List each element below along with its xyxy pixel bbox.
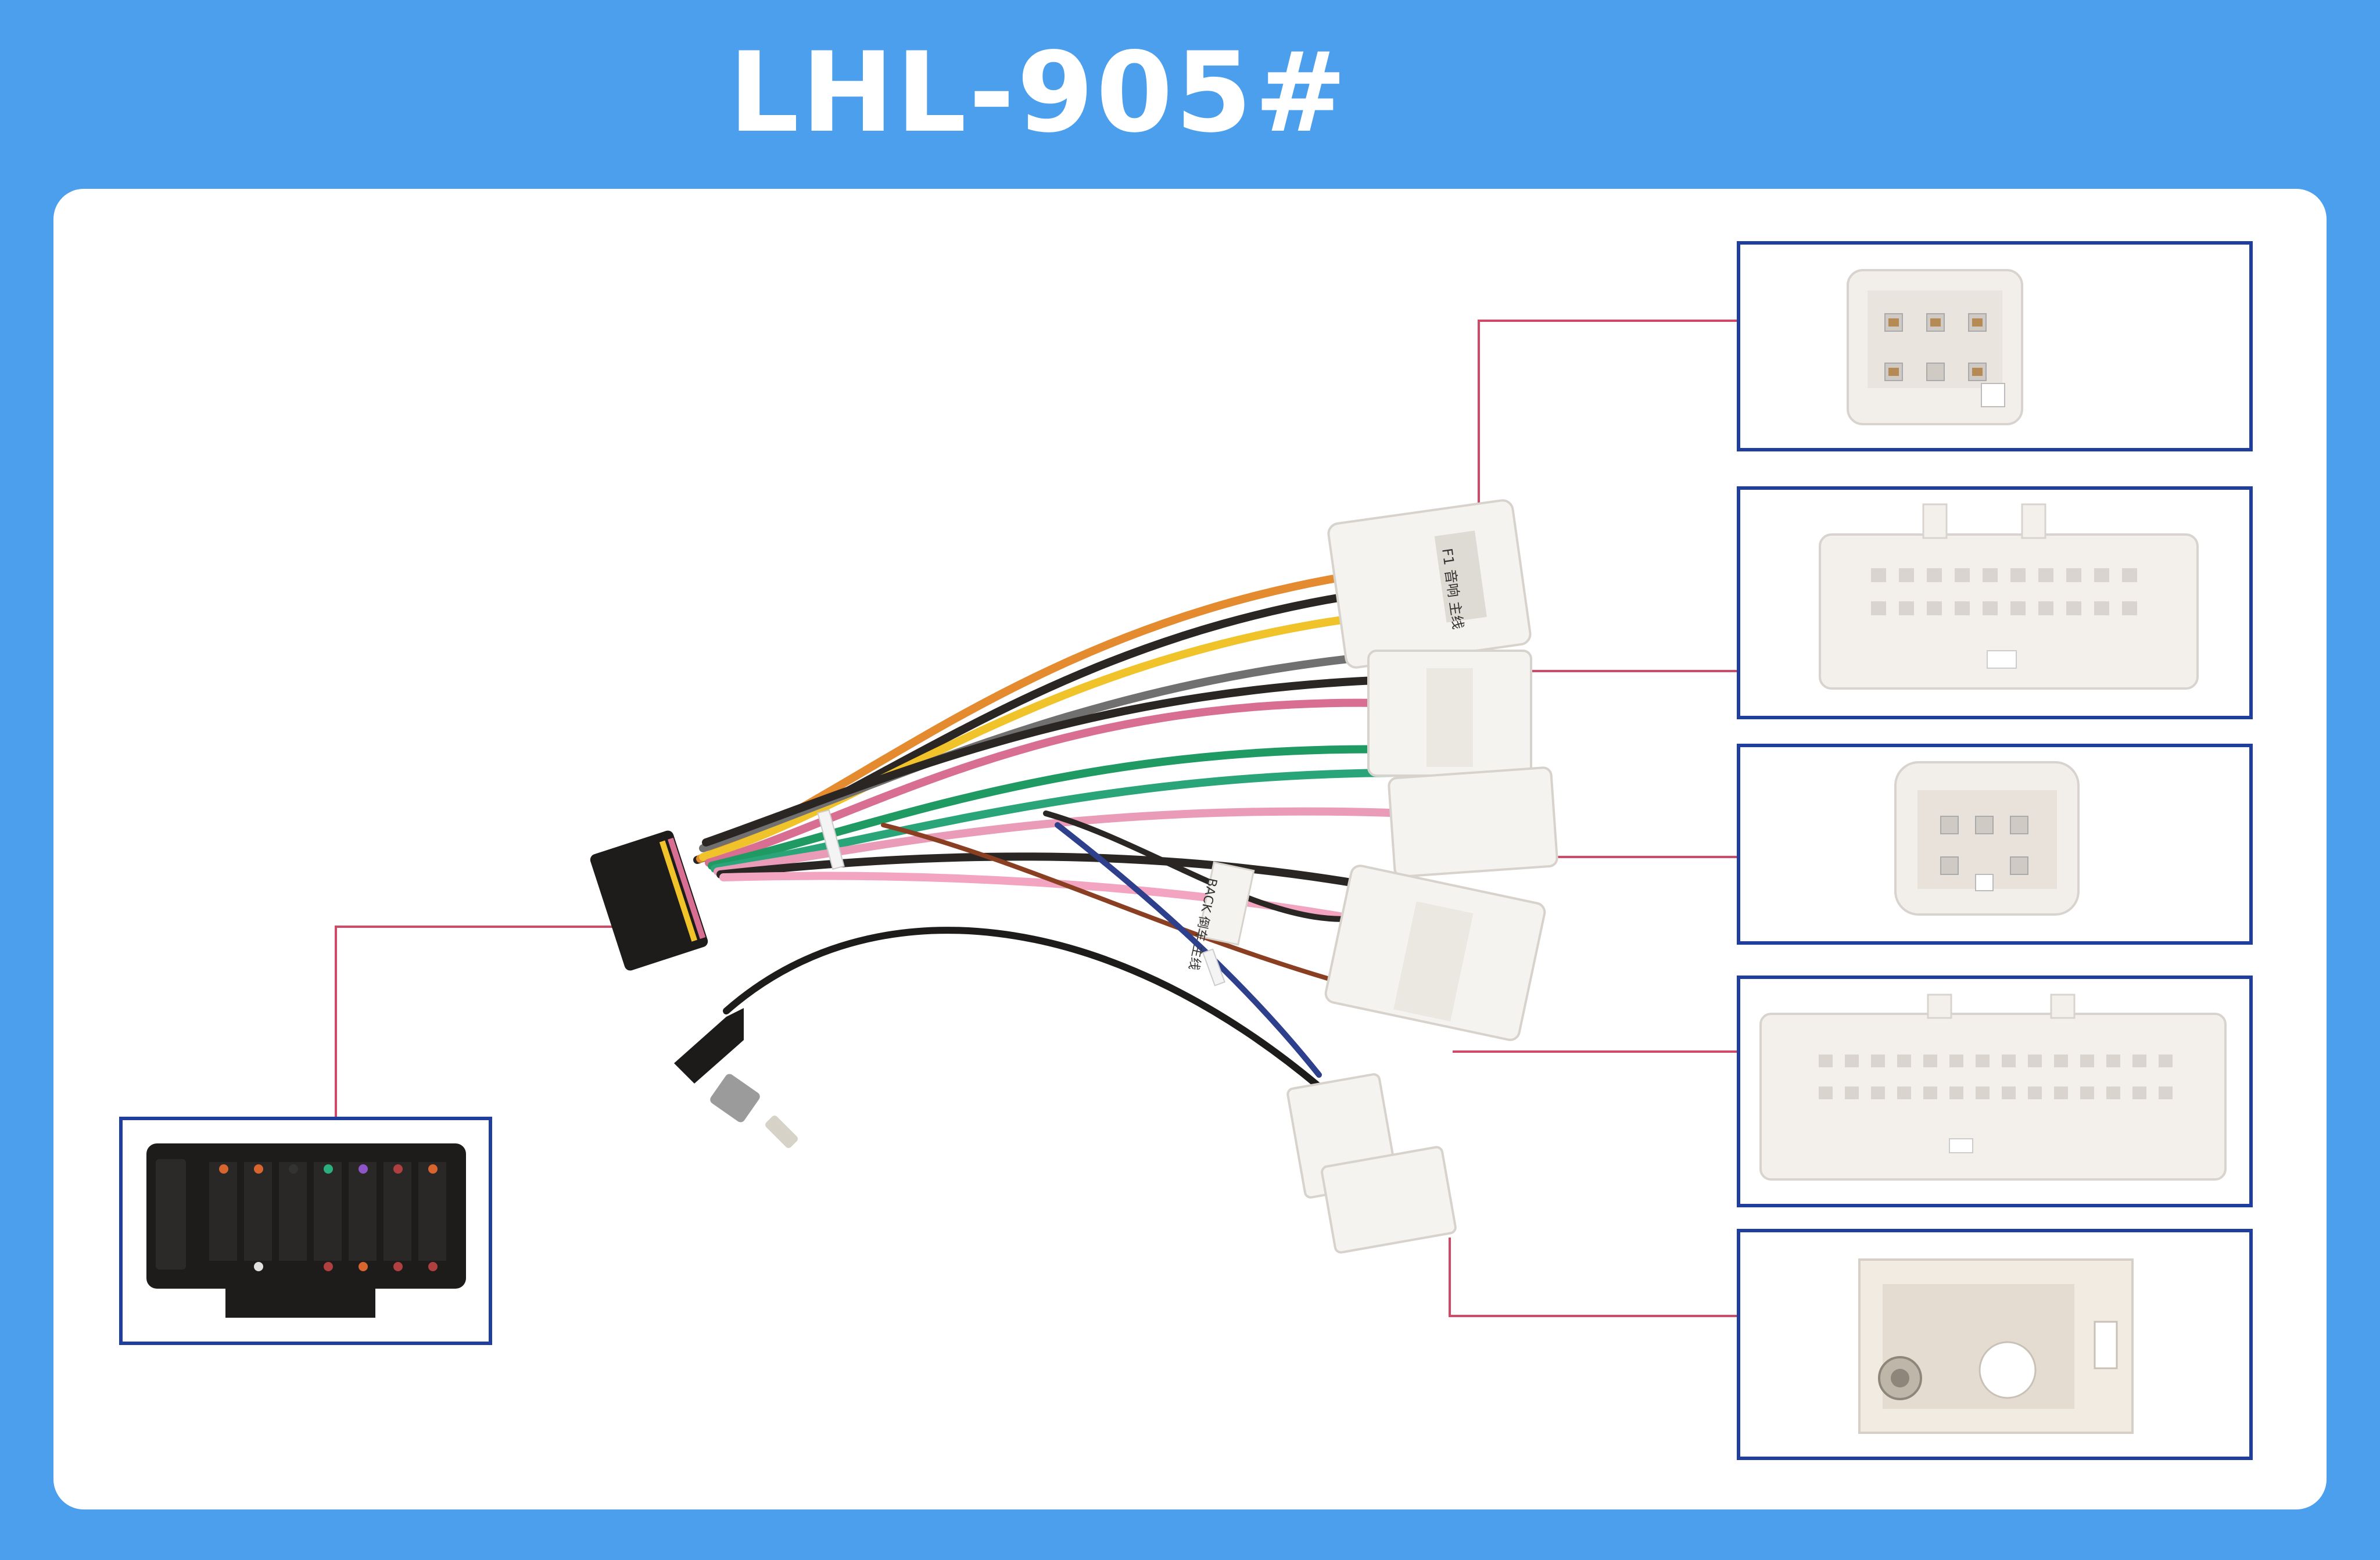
harness-wires — [693, 571, 1432, 1090]
connector-16pin-black-icon — [146, 1143, 466, 1318]
connector-28pin-icon — [1759, 994, 2227, 1181]
callout-lines — [335, 320, 1737, 1317]
header-bar: LHL-905# — [0, 0, 2380, 189]
connector-20pin-icon — [1819, 503, 2199, 690]
page-title: LHL-905# — [729, 28, 1349, 157]
connector-antenna-icon — [1858, 1258, 2134, 1434]
connector-12pin-icon — [1847, 269, 2023, 425]
harness-connectors: F1 音响 主线 BACK 倒车 主线 — [590, 499, 1558, 1254]
connector-6pin-icon — [1894, 761, 2080, 916]
